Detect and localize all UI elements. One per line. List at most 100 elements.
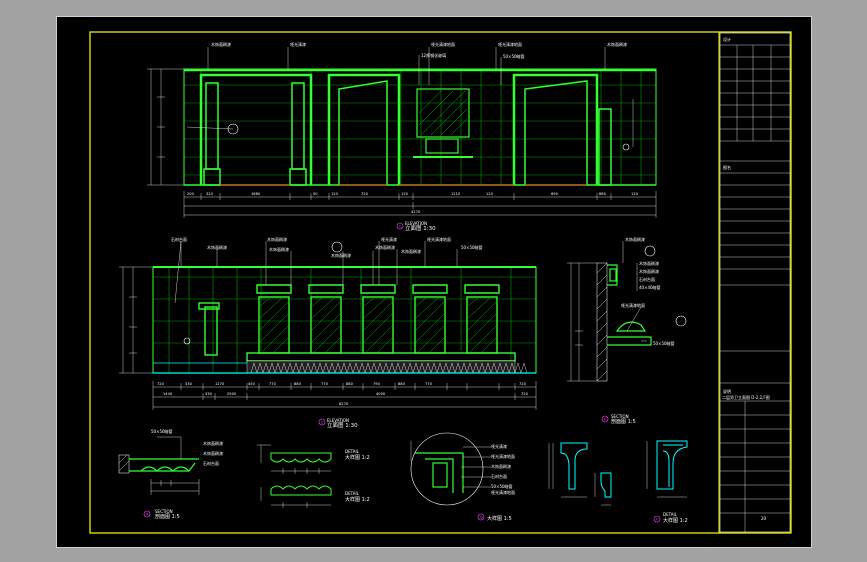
mid-elevation-caption: ELEVATION bbox=[327, 418, 349, 423]
dim-m8: 790 bbox=[373, 382, 381, 386]
dim-m3: 450 bbox=[248, 382, 256, 386]
dim-m2-4: 720 bbox=[521, 392, 529, 396]
profile-detail-title-2: 大样图 1:2 bbox=[345, 496, 370, 503]
svg-text:木饰面刷漆: 木饰面刷漆 bbox=[267, 236, 287, 242]
svg-text:12厚钢化玻璃: 12厚钢化玻璃 bbox=[421, 52, 446, 58]
dim-m5: 880 bbox=[294, 382, 302, 386]
top-elevation-title: 立面图 1:30 bbox=[405, 224, 436, 232]
dim-t10: 880 bbox=[599, 192, 607, 196]
svg-text:50×50暗管: 50×50暗管 bbox=[461, 244, 483, 250]
dim-m2-1: 330 bbox=[205, 392, 213, 396]
yellow-border bbox=[89, 31, 792, 534]
mid-elevation-title: 立面图 1:30 bbox=[327, 421, 358, 429]
svg-text:哑光清漆地面: 哑光清漆地面 bbox=[498, 41, 522, 47]
svg-text:木饰面刷漆: 木饰面刷漆 bbox=[269, 246, 289, 252]
section-a-caption: SECTION bbox=[155, 509, 173, 514]
profile-details: DETAIL 大样图 1:2 DETAIL 大样图 1:2 bbox=[257, 444, 370, 508]
dim-t4: 120 bbox=[331, 192, 339, 196]
dim-m2-3: 4000 bbox=[376, 392, 386, 396]
svg-text:40×40暗管: 40×40暗管 bbox=[639, 284, 661, 290]
svg-text:木饰面刷漆: 木饰面刷漆 bbox=[491, 463, 511, 469]
svg-text:木饰面刷漆: 木饰面刷漆 bbox=[207, 244, 227, 250]
svg-text:50×50暗管: 50×50暗管 bbox=[503, 53, 525, 59]
svg-text:哑光清漆地面: 哑光清漆地面 bbox=[491, 453, 515, 459]
dim-t7: 1210 bbox=[451, 192, 461, 196]
drawing-name: 二层男卫立面图 D-2,2,F图 bbox=[722, 394, 770, 400]
mid-overall-dim: 6270 bbox=[339, 402, 349, 406]
molding-details: F DETAIL 大样图 1:2 bbox=[548, 440, 688, 524]
detail-f-number: F bbox=[656, 518, 658, 522]
svg-text:哑光清漆地面: 哑光清漆地面 bbox=[491, 489, 515, 495]
svg-text:哑光清漆地面: 哑光清漆地面 bbox=[431, 41, 455, 47]
section-e-caption: SECTION bbox=[611, 414, 629, 419]
top-elevation: 木饰面刷漆 哑光清漆 哑光清漆地面 哑光清漆地面 12厚钢化玻璃 50×50暗管 木饰… bbox=[147, 41, 657, 232]
detail-f-title: 大样图 1:2 bbox=[663, 517, 688, 524]
mid-dimension-labels: 720 330 1270 450 770 880 770 880 790 880… bbox=[157, 382, 529, 406]
svg-text:哑光清漆地面: 哑光清漆地面 bbox=[621, 302, 645, 308]
profile-detail-caption-1: DETAIL bbox=[345, 449, 360, 454]
dim-t11: 120 bbox=[631, 192, 639, 196]
dim-t1: 320 bbox=[206, 192, 214, 196]
dim-m0: 720 bbox=[157, 382, 165, 386]
dim-m1: 330 bbox=[185, 382, 193, 386]
svg-text:木饰面刷漆: 木饰面刷漆 bbox=[211, 41, 231, 47]
svg-text:50×50暗管: 50×50暗管 bbox=[151, 428, 173, 434]
svg-text:石材台面: 石材台面 bbox=[639, 276, 655, 282]
svg-text:哑光清漆: 哑光清漆 bbox=[381, 236, 397, 242]
dim-m4: 770 bbox=[269, 382, 277, 386]
svg-text:哑光清漆: 哑光清漆 bbox=[491, 443, 507, 449]
dim-m9: 880 bbox=[398, 382, 406, 386]
dim-t6: 120 bbox=[401, 192, 409, 196]
svg-text:石材台面: 石材台面 bbox=[491, 473, 507, 479]
section-a-title: 剖面图 1:5 bbox=[155, 513, 180, 520]
svg-text:木饰面刷漆: 木饰面刷漆 bbox=[331, 252, 351, 258]
svg-text:哑光清漆地面: 哑光清漆地面 bbox=[427, 236, 451, 242]
title-block: 设计 图名 说明 二层男卫立面图 D-2,2,F图 20 bbox=[719, 32, 791, 533]
dim-m2-0: 1440 bbox=[163, 392, 173, 396]
top-dimension-labels: 200 320 1880 50 120 720 120 1210 120 690… bbox=[187, 192, 639, 214]
top-elevation-caption: ELEVATION bbox=[405, 221, 427, 226]
dim-m7: 880 bbox=[346, 382, 354, 386]
circle-detail-title: 大样图 1:5 bbox=[487, 515, 512, 522]
dim-m6: 770 bbox=[321, 382, 329, 386]
svg-text:石材台面: 石材台面 bbox=[203, 460, 219, 466]
svg-text:50×50暗管: 50×50暗管 bbox=[491, 483, 513, 489]
title-block-cell-1: 设计 bbox=[723, 36, 731, 42]
svg-text:木饰面刷漆: 木饰面刷漆 bbox=[607, 41, 627, 47]
svg-text:木饰面刷漆: 木饰面刷漆 bbox=[375, 244, 395, 250]
sheet-number: 20 bbox=[761, 516, 767, 521]
svg-text:木饰面刷漆: 木饰面刷漆 bbox=[203, 450, 223, 456]
section-a-number: A bbox=[146, 513, 149, 517]
svg-text:哑光清漆: 哑光清漆 bbox=[290, 41, 306, 47]
top-overall-dim: 4270 bbox=[411, 210, 421, 214]
dim-m11: 720 bbox=[519, 382, 527, 386]
profile-detail-caption-2: DETAIL bbox=[345, 491, 360, 496]
mid-elevation-number: C bbox=[321, 421, 324, 425]
top-elevation-number: C bbox=[399, 225, 402, 229]
dim-m2-2: 2500 bbox=[227, 392, 237, 396]
dim-m10: 770 bbox=[425, 382, 433, 386]
circle-detail-number: D bbox=[480, 516, 483, 520]
svg-text:50×50暗管: 50×50暗管 bbox=[653, 340, 675, 346]
svg-text:木饰面刷漆: 木饰面刷漆 bbox=[203, 440, 223, 446]
section-e-number: E bbox=[604, 418, 606, 422]
detail-f-caption: DETAIL bbox=[663, 512, 678, 517]
dim-t3: 50 bbox=[313, 192, 318, 196]
dim-t2: 1880 bbox=[251, 192, 261, 196]
svg-text:木饰面刷漆: 木饰面刷漆 bbox=[639, 268, 659, 274]
dim-t0: 200 bbox=[187, 192, 195, 196]
title-block-cell-3: 说明 bbox=[723, 388, 731, 394]
section-e-title: 剖面图 1:5 bbox=[611, 418, 636, 425]
svg-text:木饰面刷漆: 木饰面刷漆 bbox=[625, 236, 645, 242]
profile-detail-title-1: 大样图 1:2 bbox=[345, 454, 370, 461]
dim-t5: 720 bbox=[361, 192, 369, 196]
dim-t9: 690 bbox=[551, 192, 559, 196]
dim-m2: 1270 bbox=[215, 382, 225, 386]
svg-text:木饰面刷漆: 木饰面刷漆 bbox=[401, 248, 421, 254]
